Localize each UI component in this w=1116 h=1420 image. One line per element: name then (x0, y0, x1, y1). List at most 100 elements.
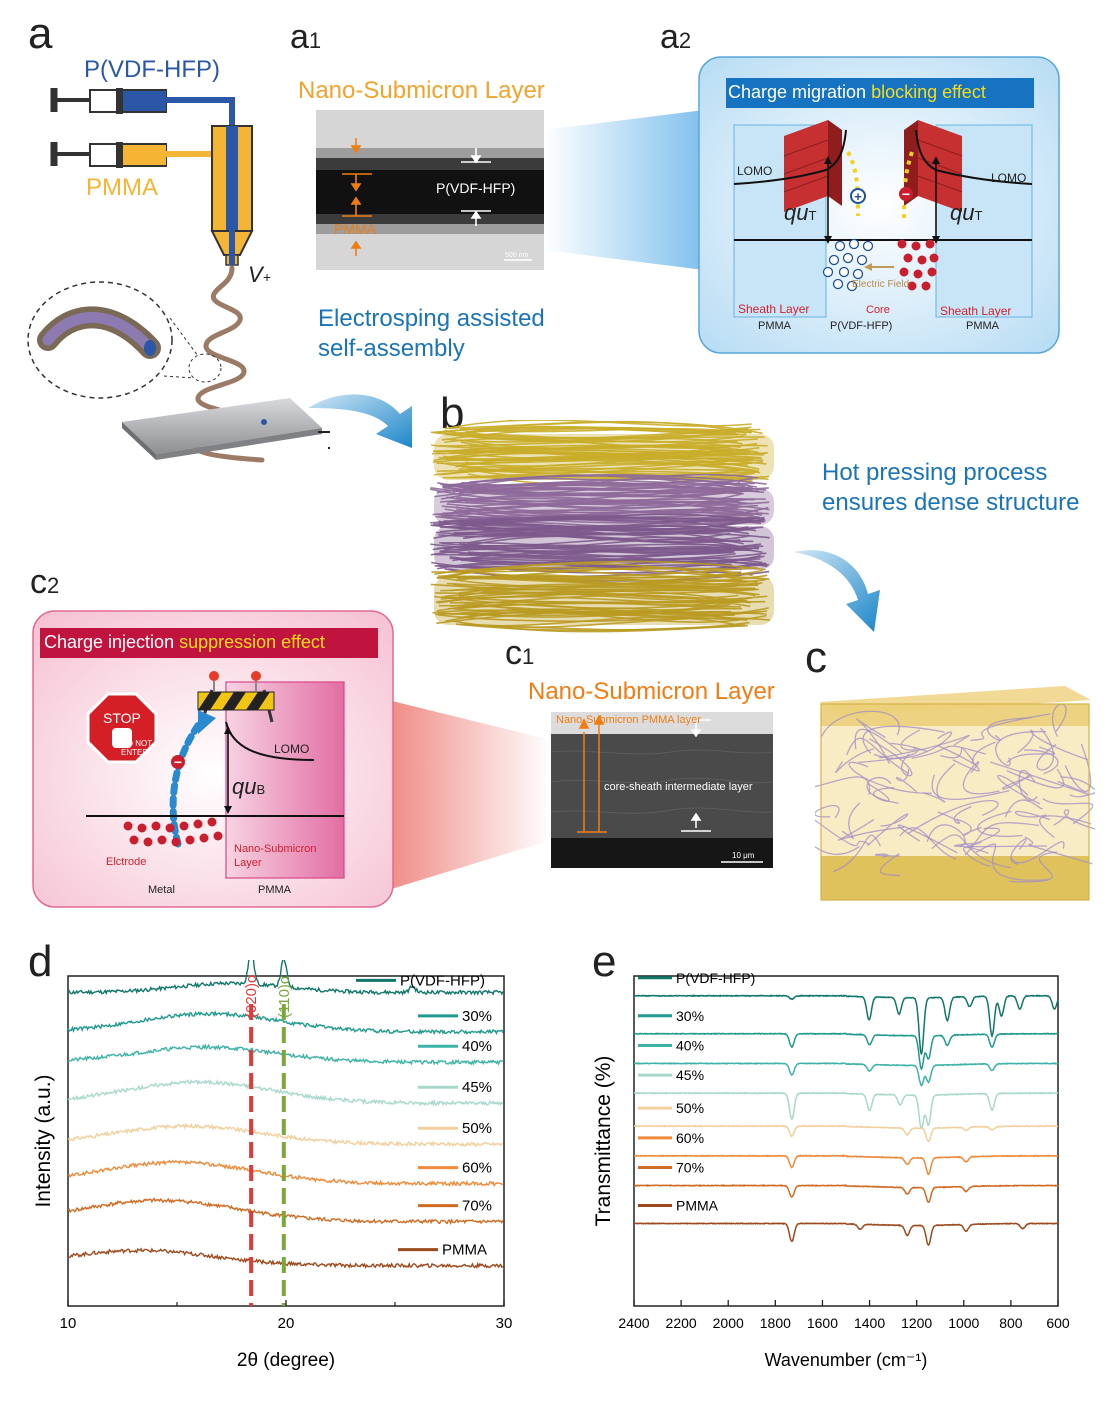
panel-label-a1-letter: a (290, 18, 309, 56)
sem-cross-section-image (551, 712, 773, 868)
electrode-electrons (123, 817, 223, 847)
xrd-y-axis-label: Intensity (a.u.) (32, 1074, 55, 1207)
svg-text:−: − (902, 186, 910, 202)
ftir-plot-frame (633, 975, 1059, 1307)
panel-label-a1: a1 (290, 20, 321, 54)
ftir-series-line (634, 1061, 1059, 1087)
positive-charges (822, 238, 874, 292)
syringe-pmma-icon (50, 142, 212, 168)
ftir-x-tick-label: 800 (999, 1315, 1023, 1331)
ftir-x-tick-label: 1200 (901, 1315, 932, 1331)
ftir-x-tick-label: 1400 (854, 1315, 885, 1331)
xrd-series-line (67, 1079, 504, 1107)
c2-pmma-label: PMMA (258, 884, 291, 896)
c2-lomo-label: LOMO (274, 742, 310, 756)
stop-sign-text: STOP (103, 710, 141, 726)
ftir-legend-label: 60% (676, 1130, 704, 1146)
a2-qu-right: qu (950, 200, 975, 225)
electrospinning-caption: Electrosping assisted self-assembly (318, 304, 545, 364)
pvdf-label: P(VDF-HFP) (84, 56, 220, 83)
a2-lomo-left: LOMO (737, 164, 773, 178)
c1-top-layer-label: Nano-Submicron PMMA layer (556, 714, 701, 726)
xrd-legend-label: P(VDF-HFP) (400, 972, 485, 989)
ftir-legend-label: 45% (676, 1067, 704, 1083)
ftir-x-tick-label: 2200 (666, 1315, 697, 1331)
c1-title: Nano-Submicron Layer (528, 678, 775, 705)
ftir-legend-label: 50% (676, 1100, 704, 1116)
xrd-legend-label: 70% (462, 1198, 492, 1215)
ftir-y-axis-label: Transmittance (%) (592, 1056, 615, 1227)
a2-core-label: Core (866, 304, 890, 316)
panel-label-c2: c2 (30, 565, 59, 599)
electrospinning-caption-line1: Electrosping assisted (318, 305, 545, 332)
ftir-series-group (633, 994, 1059, 1246)
xrd-x-axis-label: 2θ (degree) (237, 1350, 335, 1371)
a2-title-part1: Charge migration (728, 82, 872, 102)
dense-box-body (815, 686, 1095, 901)
xrd-legend-group: P(VDF-HFP)30%40%45%50%60%70%PMMA (356, 972, 492, 1259)
ftir-x-axis-label: Wavenumber (cm⁻¹) (765, 1350, 928, 1370)
ftir-x-tick-label: 1800 (760, 1315, 791, 1331)
xrd-series-line (67, 960, 504, 996)
ftir-x-tick-label: 2400 (618, 1315, 649, 1331)
stop-sign-icon (86, 692, 158, 764)
ftir-legend-label: P(VDF-HFP) (676, 970, 755, 986)
a1-title: Nano-Submicron Layer (298, 77, 545, 104)
a2-pmma-right: PMMA (966, 320, 999, 332)
panel-label-c2-letter: c (30, 563, 47, 601)
electrospinning-caption-line2: self-assembly (318, 335, 465, 362)
a2-core-material: P(VDF-HFP) (830, 320, 893, 332)
c2-qu-sub: B (256, 782, 266, 797)
fiber-layer (430, 420, 774, 487)
zoom-beam-a1 (544, 110, 704, 270)
coaxial-nozzle-icon (210, 125, 254, 266)
xrd-legend-label: 60% (462, 1160, 492, 1177)
negative-charges (897, 239, 939, 291)
xrd-plot-frame (67, 975, 505, 1307)
zoom-beam-c1 (388, 700, 551, 890)
fiber-zoom-inset (27, 281, 222, 399)
ftir-series-line (633, 1183, 1059, 1204)
a2-pmma-left: PMMA (758, 320, 791, 332)
electrospinning-setup-diagram (27, 88, 330, 463)
arrow-b-to-c (794, 550, 880, 632)
panel-label-a2-letter: a (660, 18, 679, 56)
c2-layer-label: Nano-Submicron Layer (234, 842, 317, 870)
c1-scale-label: 10 μm (732, 851, 755, 860)
xrd-x-tick-label: 30 (496, 1315, 513, 1332)
c2-metal-label: Metal (148, 884, 175, 896)
xrd-series-line (67, 1122, 504, 1148)
dense-film-box-image (815, 686, 1095, 901)
a2-qu-right-sub: T (974, 208, 983, 223)
fiber-mat-stack-image (429, 420, 774, 633)
xrd-legend-label: 30% (462, 1008, 492, 1025)
a1-scale-label: 500 nm (505, 252, 529, 259)
voltage-sign: + (262, 269, 271, 285)
tem-fiber-image (316, 110, 544, 270)
a2-lomo-right: LOMO (991, 171, 1027, 185)
brick-wall-left-icon (783, 120, 842, 212)
ftir-x-tick-label: 2000 (713, 1315, 744, 1331)
xrd-markers-group: (020)α(110)α (243, 974, 293, 1306)
panel-label-d: d (28, 937, 53, 986)
xrd-series-line (67, 1010, 504, 1036)
fiber-layer (430, 560, 774, 633)
panel-label-c1-sub: 1 (522, 644, 535, 669)
pmma-label: PMMA (86, 174, 158, 201)
panel-label-a2: a2 (660, 20, 691, 54)
syringe-pvdf-icon (50, 88, 235, 127)
a1-core-label: P(VDF-HFP) (436, 180, 516, 196)
a2-sheath-right: Sheath Layer (940, 304, 1012, 318)
xrd-legend-label: 45% (462, 1079, 492, 1096)
collector-plate (122, 398, 322, 460)
ftir-series-line (633, 1154, 1058, 1176)
panel-label-c1: c1 (505, 636, 534, 670)
c2-title: Charge injection suppression effect (44, 632, 325, 653)
ftir-series-line (633, 1222, 1059, 1246)
ftir-legend-label: 40% (676, 1037, 704, 1053)
voltage-label: V+ (248, 262, 271, 288)
c1-middle-layer-label: core-sheath intermediate layer (604, 781, 753, 793)
